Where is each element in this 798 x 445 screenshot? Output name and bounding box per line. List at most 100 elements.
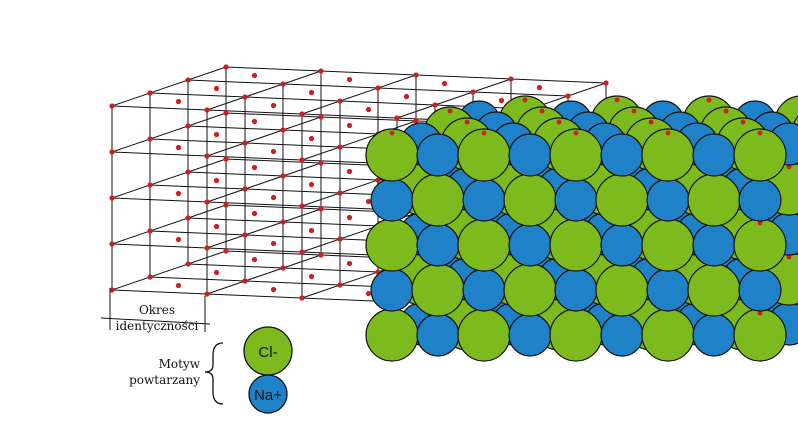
lattice-point — [299, 295, 305, 301]
lattice-point — [280, 219, 286, 225]
lattice-point — [213, 131, 220, 138]
lattice-point — [365, 198, 372, 205]
lattice-point — [413, 72, 419, 78]
sodium-ion — [370, 268, 414, 312]
lattice-point — [318, 114, 324, 120]
sodium-ion — [692, 223, 736, 267]
chloride-label: Cl- — [258, 344, 277, 361]
lattice-point-marker — [539, 108, 545, 114]
sodium-ion — [508, 313, 552, 357]
lattice-point — [175, 236, 182, 243]
motif-label-line2: powtarzany — [129, 373, 200, 387]
lattice-point-marker — [614, 97, 620, 103]
lattice-point — [270, 286, 277, 293]
lattice-point-marker — [631, 108, 637, 114]
lattice-point — [242, 232, 248, 238]
nacl-ion-packing — [365, 95, 798, 362]
lattice-point — [147, 182, 153, 188]
lattice-point — [270, 240, 277, 247]
period-label-line1: Okres — [139, 303, 175, 317]
lattice-point-marker — [389, 130, 395, 136]
lattice-point — [470, 89, 476, 95]
chloride-ion — [641, 218, 695, 272]
chloride-ion — [641, 308, 695, 362]
lattice-point — [603, 80, 609, 86]
sodium-ion — [462, 268, 506, 312]
sodium-ion — [416, 313, 460, 357]
lattice-point — [175, 98, 182, 105]
lattice-point — [109, 103, 115, 109]
lattice-point — [441, 80, 448, 87]
lattice-point — [204, 245, 210, 251]
lattice-point — [109, 195, 115, 201]
lattice-point — [375, 177, 381, 183]
lattice-point — [204, 107, 210, 113]
lattice-point — [213, 85, 220, 92]
lattice-point — [308, 135, 315, 142]
chloride-ion — [457, 218, 511, 272]
lattice-point — [204, 153, 210, 159]
chloride-ion — [503, 263, 557, 317]
lattice-point — [308, 273, 315, 280]
lattice-point — [251, 210, 258, 217]
lattice-point — [432, 102, 438, 108]
lattice-point — [270, 148, 277, 155]
chloride-ion — [457, 128, 511, 182]
lattice-point-marker — [648, 119, 654, 125]
lattice-point — [185, 169, 191, 175]
lattice-point — [280, 173, 286, 179]
lattice-point — [346, 122, 353, 129]
lattice-edge — [111, 158, 227, 199]
lattice-point — [299, 157, 305, 163]
lattice-point — [223, 64, 229, 70]
lattice-point — [337, 282, 343, 288]
lattice-point — [394, 115, 400, 121]
lattice-point — [109, 149, 115, 155]
lattice-point-marker — [706, 97, 712, 103]
chloride-ion — [641, 128, 695, 182]
lattice-edge — [206, 162, 322, 203]
lattice-point-marker — [481, 130, 487, 136]
lattice-point — [498, 97, 505, 104]
lattice-point — [251, 118, 258, 125]
lattice-point — [536, 84, 543, 91]
lattice-point-marker — [723, 108, 729, 114]
lattice-point — [346, 168, 353, 175]
identity-period-annotation: Okres identyczności — [100, 288, 211, 333]
lattice-point — [223, 110, 229, 116]
sodium-ion — [508, 223, 552, 267]
lattice-point — [299, 249, 305, 255]
lattice-point — [346, 214, 353, 221]
lattice-point — [213, 177, 220, 184]
chloride-ion — [687, 263, 741, 317]
chloride-ion — [549, 308, 603, 362]
lattice-point — [280, 265, 286, 271]
period-dimension-line — [100, 317, 211, 325]
lattice-point — [318, 206, 324, 212]
lattice-point — [318, 252, 324, 258]
chloride-ion — [549, 218, 603, 272]
motif-label-line1: Motyw — [159, 357, 201, 371]
lattice-point — [318, 68, 324, 74]
lattice-point — [213, 223, 220, 230]
lattice-point — [251, 72, 258, 79]
lattice-point — [346, 76, 353, 83]
lattice-point — [242, 186, 248, 192]
lattice-point — [280, 127, 286, 133]
lattice-point — [175, 190, 182, 197]
lattice-point — [280, 81, 286, 87]
sodium-ion — [646, 178, 690, 222]
lattice-point — [223, 248, 229, 254]
lattice-point — [185, 215, 191, 221]
lattice-point-marker — [556, 119, 562, 125]
lattice-point-marker — [757, 220, 763, 226]
chloride-ion — [365, 308, 419, 362]
lattice-point — [109, 241, 115, 247]
lattice-point — [308, 181, 315, 188]
lattice-point — [223, 202, 229, 208]
chloride-ion — [549, 128, 603, 182]
lattice-point — [242, 140, 248, 146]
sodium-label: Na+ — [254, 387, 282, 404]
lattice-point — [337, 144, 343, 150]
lattice-point-marker — [786, 254, 792, 260]
